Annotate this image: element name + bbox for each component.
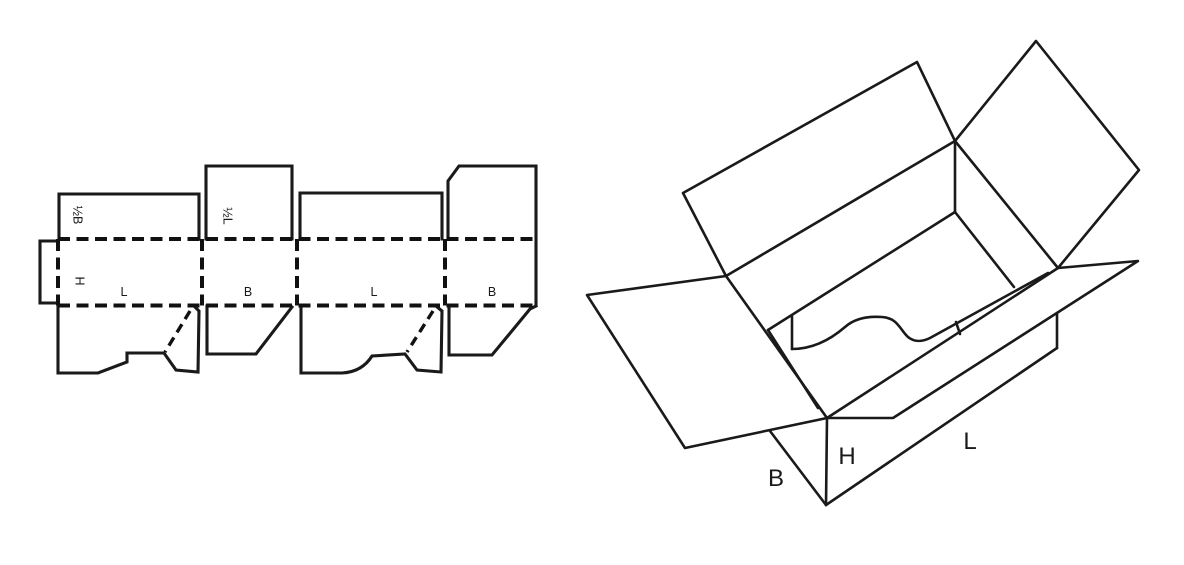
panel4-top-flap	[446, 164, 538, 307]
box-front-corner-edge	[824, 416, 829, 507]
label-breadth-panel2: B	[244, 285, 252, 299]
label-length-panel3: L	[371, 285, 378, 299]
panel4-bottom-flap	[447, 303, 539, 357]
label-length-panel1: L	[121, 285, 128, 299]
box-interior-floor-left	[766, 210, 957, 332]
box-flap-back-left	[681, 60, 957, 278]
panel3-top-flap	[298, 191, 444, 241]
box-flap-back-right	[953, 39, 1141, 270]
box-flap-front-left	[585, 274, 829, 450]
box-interior-floor-right	[953, 210, 1016, 289]
label-half-breadth: ½B	[71, 206, 85, 225]
panel1-top-flap	[57, 192, 201, 241]
insert-right-notch	[954, 320, 962, 336]
fold-diagonal-panel3-tab	[405, 310, 435, 353]
dieline-drawing: ½B ½L H L B L B	[38, 164, 539, 375]
panel3-bottom-flap	[299, 303, 444, 375]
label-half-length: ½L	[221, 207, 235, 224]
label-box-breadth: B	[768, 465, 784, 492]
box-bottom-front-edge	[824, 346, 1059, 507]
label-box-height: H	[838, 443, 855, 470]
label-breadth-panel4: B	[488, 285, 496, 299]
panel2-top-flap	[204, 164, 294, 241]
fold-diagonal-panel1-tab	[163, 310, 192, 353]
insert-wave-profile	[790, 271, 1050, 351]
label-height: H	[73, 276, 87, 285]
assembled-box-drawing: B H L	[585, 39, 1141, 507]
box-flap-front-right	[825, 259, 1140, 420]
box-bottom-left-edge	[768, 429, 828, 507]
box-interior-left-wall-edge	[766, 328, 820, 410]
panel1-bottom-flap	[56, 303, 201, 375]
glue-flap	[38, 239, 60, 305]
label-box-length: L	[963, 428, 976, 455]
panel2-bottom-flap	[205, 304, 295, 356]
